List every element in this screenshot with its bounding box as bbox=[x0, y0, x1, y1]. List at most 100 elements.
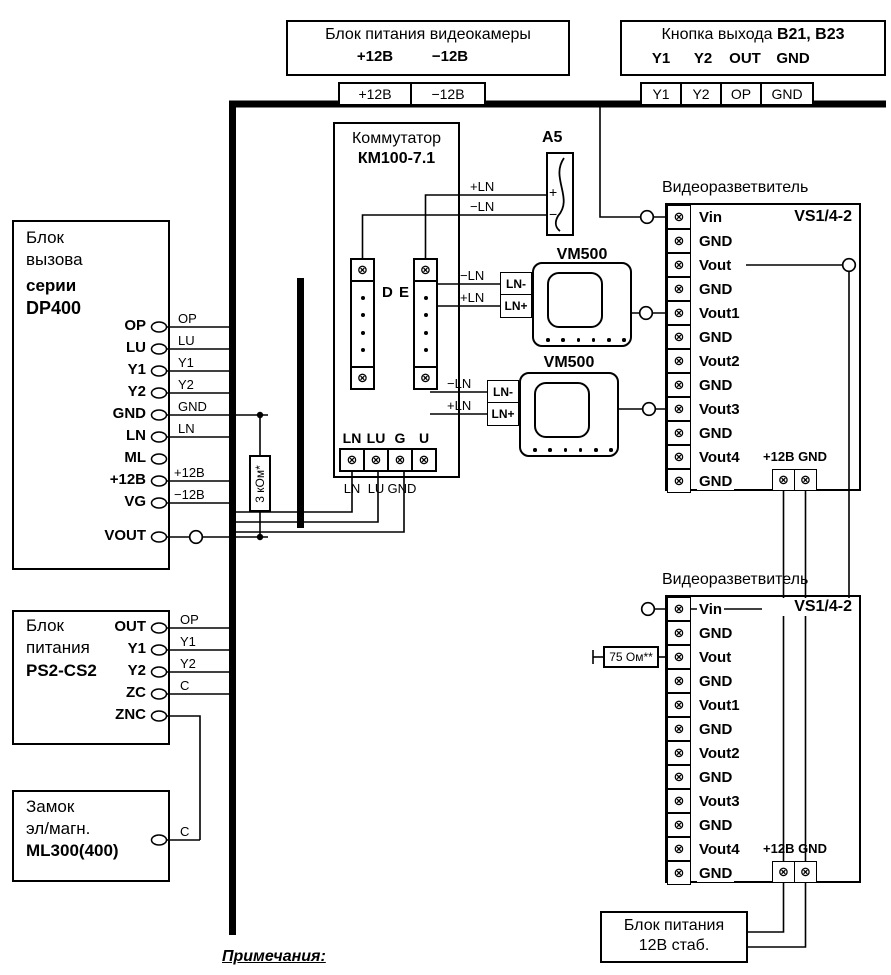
dp400-title-line4: DP400 bbox=[26, 298, 82, 318]
terminal-plus12: +12В bbox=[338, 82, 412, 106]
psu12-line2: 12В стаб. bbox=[638, 937, 710, 954]
screw-terminal-icon: ⊗ bbox=[667, 741, 691, 765]
wire-label-minus-ln: −LN bbox=[460, 268, 485, 283]
screw-terminal-icon: ⊗ bbox=[667, 717, 691, 741]
exit-button-title: Кнопка выхода В21, В23 bbox=[620, 26, 886, 44]
wire-label-minus-ln: −LN bbox=[470, 199, 495, 214]
screw-terminal-icon: ⊗ bbox=[772, 861, 795, 883]
table-row: ⊗GND bbox=[667, 421, 742, 445]
table-row: ⊗GND bbox=[667, 277, 742, 301]
table-row: ⊗GND bbox=[667, 373, 742, 397]
splitter2-model: VS1/4-2 bbox=[762, 598, 854, 617]
speaker-dots bbox=[533, 448, 613, 452]
exit-pin-out: OUT bbox=[729, 50, 761, 67]
table-row: ⊗Vout4 bbox=[667, 837, 742, 861]
dp400-terminal-op: OP bbox=[124, 317, 146, 334]
splitter1-power-label: +12В GND bbox=[763, 449, 827, 464]
screw-terminal-icon: ⊗ bbox=[667, 693, 691, 717]
vm500-2-terminals: LN- LN+ bbox=[487, 380, 519, 427]
table-row: ⊗Vout2 bbox=[667, 349, 742, 373]
terminal-ln-minus: LN- bbox=[487, 380, 519, 404]
column-label-d: D bbox=[382, 284, 393, 301]
commutator-pin-g: G bbox=[394, 430, 406, 446]
camera-psu-pin-plus: +12В bbox=[356, 48, 394, 65]
wire-label-gnd: GND bbox=[387, 481, 417, 496]
resistor-75ohm-label: 75 Ом** bbox=[609, 650, 653, 664]
screw-terminal-icon: ⊗ bbox=[667, 765, 691, 789]
wire-label-c: C bbox=[180, 824, 190, 839]
tap-dot-icon bbox=[423, 313, 428, 318]
tap-dot-icon bbox=[360, 330, 365, 335]
table-row: ⊗GND bbox=[667, 861, 742, 885]
splitter2-terminal-strip: ⊗Vin ⊗GND ⊗Vout ⊗GND ⊗Vout1 ⊗GND ⊗Vout2 … bbox=[667, 597, 742, 885]
tap-dot-icon bbox=[360, 313, 365, 318]
a5-device-box bbox=[546, 152, 574, 236]
exit-pin-y2: Y2 bbox=[693, 50, 713, 67]
dp400-terminal-gnd: GND bbox=[112, 405, 146, 422]
screw-terminal-icon: ⊗ bbox=[667, 597, 691, 621]
wire-label-ln: LN bbox=[178, 421, 195, 436]
screw-terminal-icon: ⊗ bbox=[667, 277, 691, 301]
wire-label-lu: LU bbox=[178, 333, 195, 348]
dp400-terminal-y1: Y1 bbox=[127, 361, 146, 378]
dp400-terminal-ln: LN bbox=[126, 427, 146, 444]
screw-terminal-icon: ⊗ bbox=[667, 837, 691, 861]
splitter2-power-label: +12В GND bbox=[763, 841, 827, 856]
psu12-line1: Блок питания bbox=[623, 917, 725, 934]
exit-button-terminals: Y1 Y2 OP GND bbox=[640, 82, 814, 106]
lock-title-line3: ML300(400) bbox=[26, 841, 119, 860]
screw-terminal-icon: ⊗ bbox=[667, 669, 691, 693]
table-row: ⊗Vin bbox=[667, 597, 742, 621]
screw-terminal-icon: ⊗ bbox=[667, 205, 691, 229]
splitter1-terminal-strip: ⊗Vin ⊗GND ⊗Vout ⊗GND ⊗Vout1 ⊗GND ⊗Vout2 … bbox=[667, 205, 742, 493]
lock-title-line2: эл/магн. bbox=[26, 819, 91, 838]
tap-dot-icon bbox=[360, 295, 365, 300]
dp400-terminal-vg: VG bbox=[124, 493, 146, 510]
splitter1-model: VS1/4-2 bbox=[762, 208, 854, 227]
table-row: ⊗Vout4 bbox=[667, 445, 742, 469]
camera-psu-pin-minus: −12В bbox=[431, 48, 469, 65]
table-row: ⊗GND bbox=[667, 469, 742, 493]
dp400-terminal-plus12: +12В bbox=[109, 471, 146, 488]
screw-terminal-icon: ⊗ bbox=[667, 813, 691, 837]
terminal-ln-minus: LN- bbox=[500, 272, 532, 296]
splitter1-header: Видеоразветвитель bbox=[662, 179, 809, 196]
dp400-title-line3: серии bbox=[26, 276, 77, 295]
table-row: ⊗Vout3 bbox=[667, 789, 742, 813]
ps2-title-line1: Блок bbox=[26, 616, 64, 635]
table-row: ⊗Vout1 bbox=[667, 301, 742, 325]
screw-terminal-icon: ⊗ bbox=[411, 448, 437, 472]
wire-label-gnd: GND bbox=[178, 399, 207, 414]
screw-terminal-icon: ⊗ bbox=[667, 349, 691, 373]
table-row: ⊗Vin bbox=[667, 205, 742, 229]
tap-dot-icon bbox=[360, 348, 365, 353]
table-row: ⊗GND bbox=[667, 669, 742, 693]
a5-curve-icon bbox=[554, 157, 565, 232]
table-row: ⊗GND bbox=[667, 621, 742, 645]
screw-terminal-icon: ⊗ bbox=[667, 861, 691, 885]
resistor-75ohm: 75 Ом** bbox=[603, 646, 659, 668]
screw-terminal-icon: ⊗ bbox=[667, 325, 691, 349]
screw-terminal-icon: ⊗ bbox=[667, 301, 691, 325]
resistor-3kohm: 3 кОм* bbox=[249, 455, 271, 512]
screw-terminal-icon: ⊗ bbox=[794, 861, 817, 883]
table-row: ⊗GND bbox=[667, 325, 742, 349]
table-row: ⊗Vout bbox=[667, 253, 742, 277]
a5-minus-mark: − bbox=[549, 206, 558, 222]
camera-psu-box bbox=[286, 20, 570, 76]
dp400-terminal-ml: ML bbox=[124, 449, 146, 466]
screw-terminal-icon: ⊗ bbox=[667, 445, 691, 469]
lock-box bbox=[12, 790, 170, 882]
exit-button-title-text: Кнопка выхода bbox=[661, 26, 773, 43]
monitor-screen bbox=[534, 382, 590, 438]
commutator-column-e: ⊗ ⊗ bbox=[413, 258, 438, 390]
wire-label-plus12: +12В bbox=[174, 465, 205, 480]
camera-psu-title: Блок питания видеокамеры bbox=[325, 26, 531, 43]
screw-terminal-icon: ⊗ bbox=[667, 621, 691, 645]
exit-button-box bbox=[620, 20, 886, 76]
screw-terminal-icon: ⊗ bbox=[357, 370, 368, 386]
commutator-column-d: ⊗ ⊗ bbox=[350, 258, 375, 390]
tap-dot-icon bbox=[423, 330, 428, 335]
a5-label: А5 bbox=[542, 129, 563, 146]
